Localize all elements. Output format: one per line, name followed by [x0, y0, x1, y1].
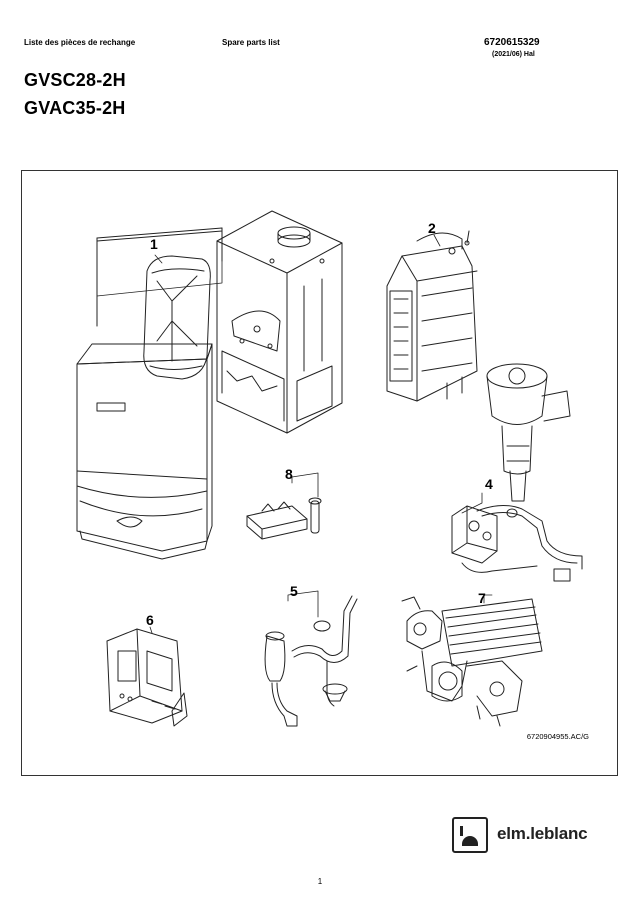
part-number-8: 8: [285, 466, 293, 482]
part-number-1: 1: [150, 236, 158, 252]
part-number-5: 5: [290, 583, 298, 599]
part-number-4: 4: [485, 476, 493, 492]
header-title-en: Spare parts list: [222, 38, 280, 47]
elm-leblanc-logo-icon: [452, 817, 488, 853]
page-number: 1: [317, 877, 323, 886]
part-number-2: 2: [428, 220, 436, 236]
model-name-1: GVSC28-2H: [24, 70, 126, 90]
document-date: (2021/06) Hal: [492, 51, 535, 58]
model-name-2: GVAC35-2H: [24, 98, 126, 118]
brand-logo: elm.leblanc: [452, 817, 616, 857]
boiler-frame-drawing: [216, 210, 343, 434]
part-6-control-board-drawing: [106, 628, 188, 727]
part-number-6: 6: [146, 612, 154, 628]
part-8-kit-drawing: [246, 497, 322, 540]
part-7-hydraulic-block-drawing: [401, 596, 543, 727]
part-number-7: 7: [478, 590, 486, 606]
part-5-siphon-drawing: [264, 595, 358, 727]
callout-lines: [96, 230, 493, 634]
document-number: 6720615329: [484, 37, 540, 48]
part-2-heat-exchanger-drawing: [386, 230, 478, 402]
part-4-gas-valve-drawing: [451, 505, 583, 582]
brand-name: elm.leblanc: [497, 824, 588, 843]
exploded-view-frame: 1 2 4 8 5 6 7 6720904955.AC/G: [21, 170, 618, 776]
part-1-casing-drawing: [76, 227, 223, 560]
drawing-reference: 6720904955.AC/G: [526, 732, 589, 741]
exploded-view-drawing: 1 2 4 8 5 6 7: [76, 210, 583, 727]
fan-assembly-drawing: [486, 363, 571, 502]
header-title-fr: Liste des pièces de rechange: [24, 38, 136, 47]
